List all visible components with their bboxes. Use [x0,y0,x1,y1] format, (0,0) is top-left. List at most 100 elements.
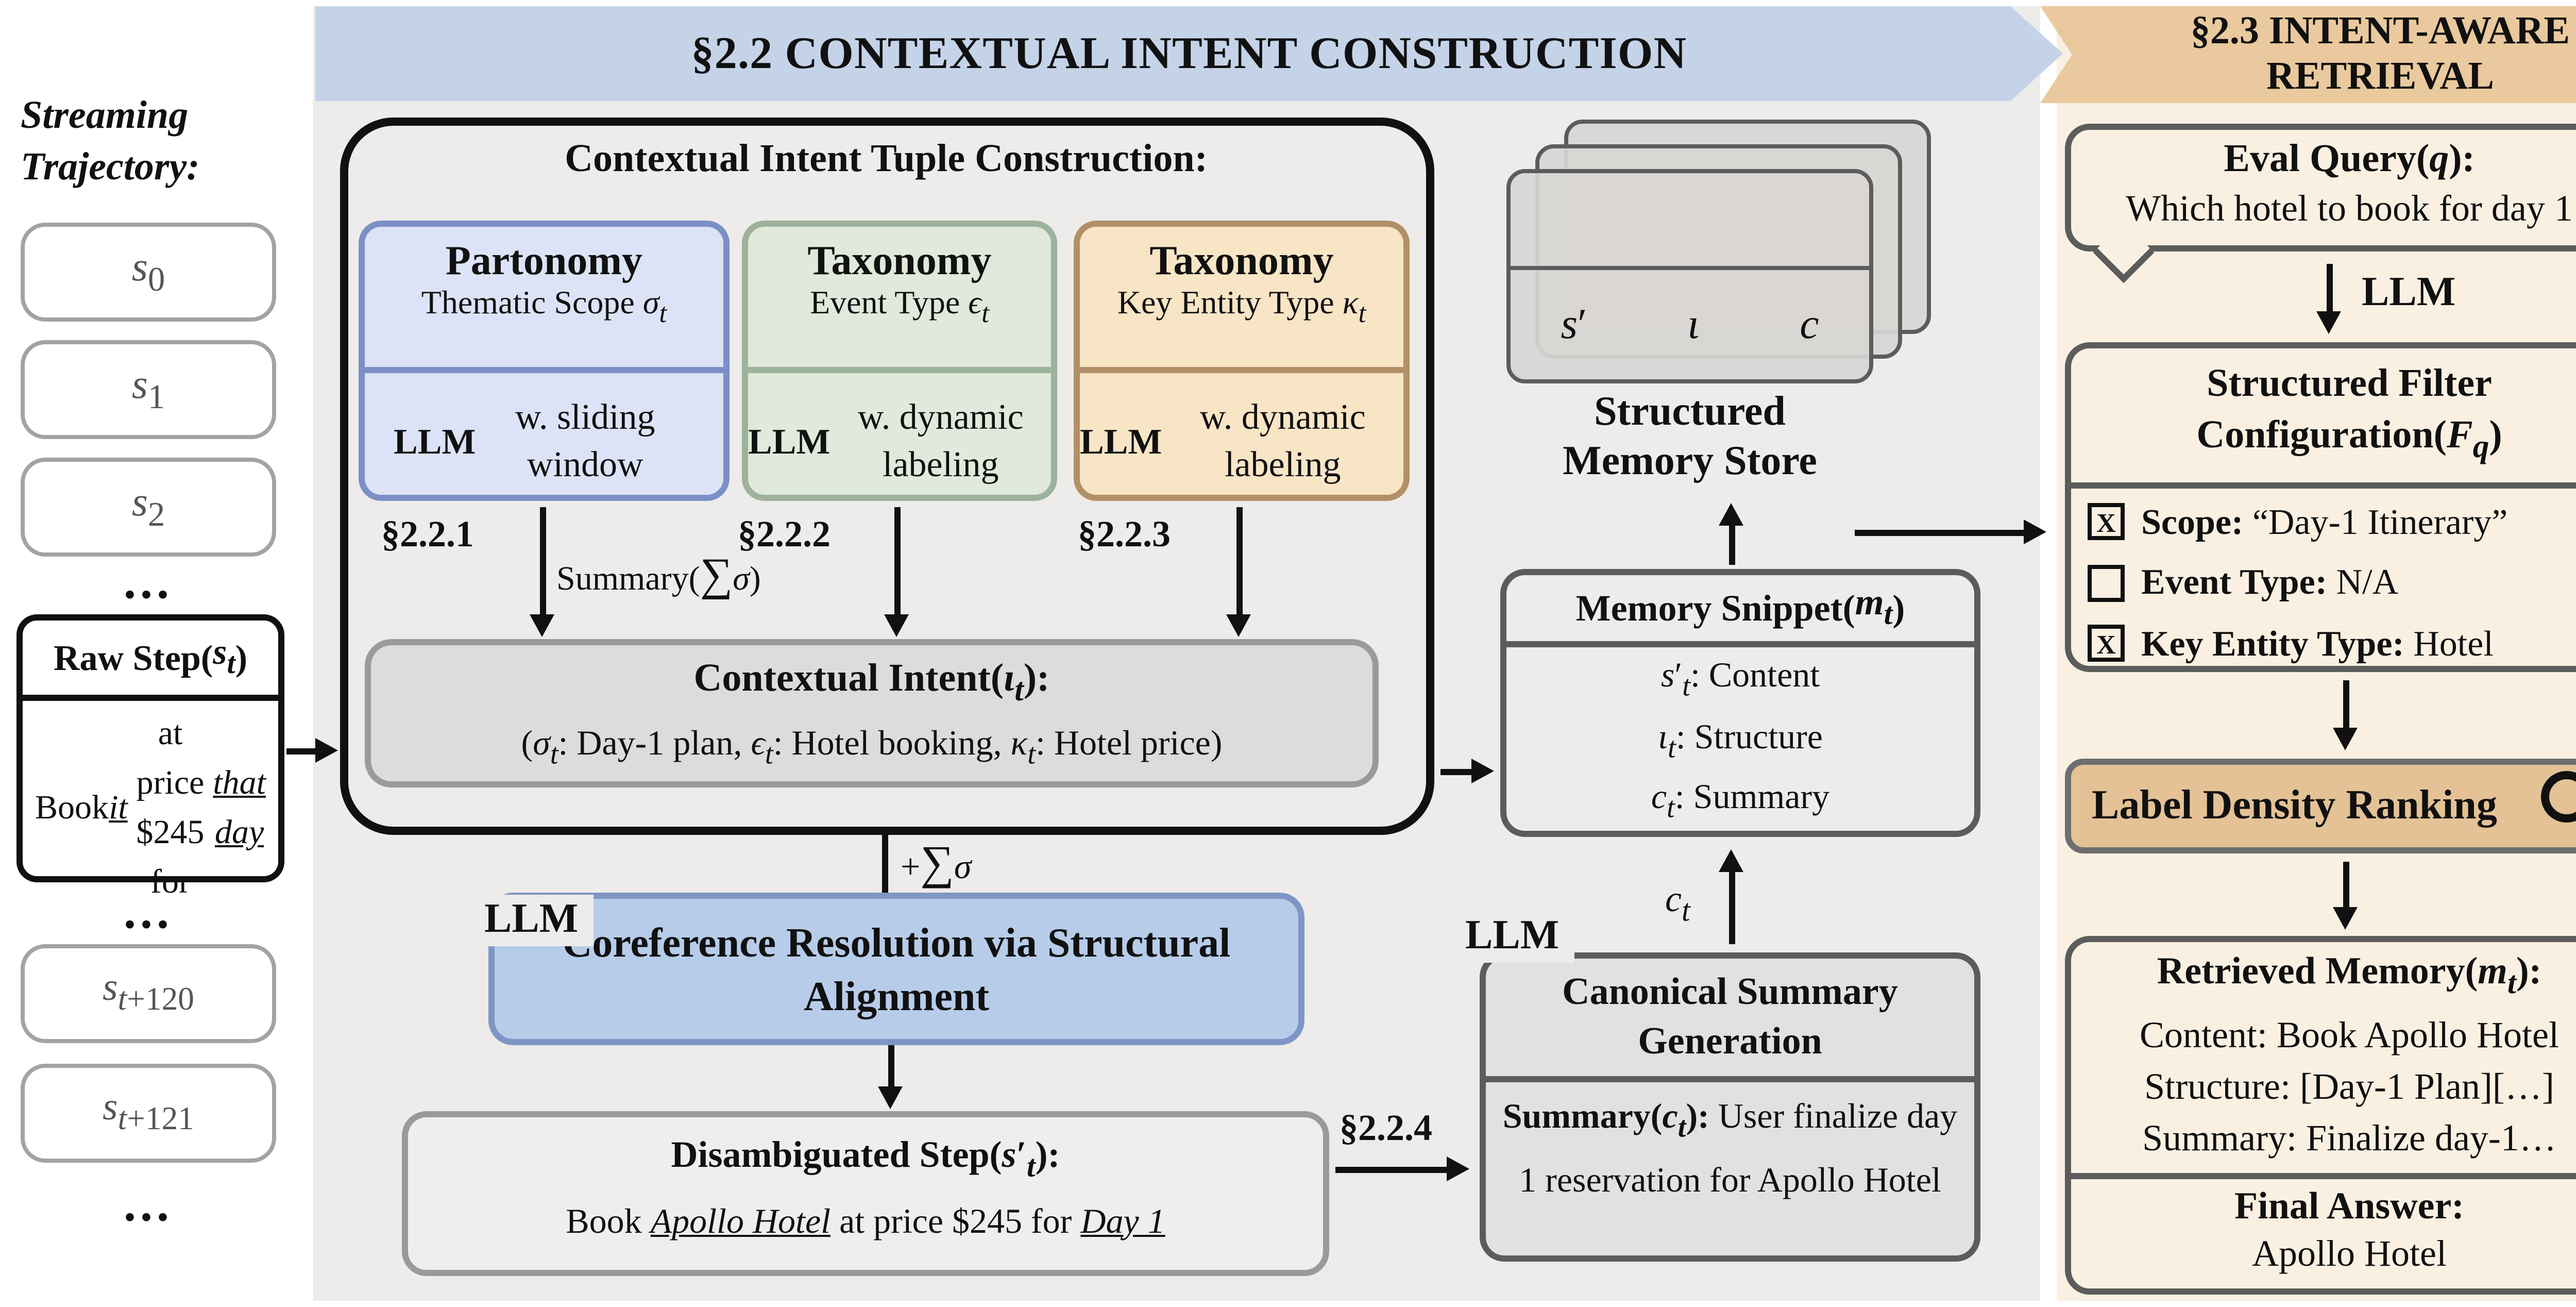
retrieval-llm-label: LLM [2362,270,2456,315]
memory-card-front: s′ ι c [1506,169,1873,383]
structured-filter-box: Structured Filter Configuration(Fq) X Sc… [2065,342,2576,672]
connector-plus-sigma [882,835,887,893]
step-label-s1: s1 [131,362,165,415]
ct-label: ct [1665,878,1690,929]
arrow-rawstep-to-tuple [286,748,319,753]
checkbox-checked-icon: X [2088,625,2125,662]
arrow-filter-to-ranking-head [2333,728,2358,750]
contextual-intent-box: Contextual Intent(ιt): (σt: Day-1 plan, … [365,639,1379,787]
arrow-taxonomy-entity-down [1236,507,1242,616]
eval-query-title: Eval Query(q): [2224,138,2475,181]
filter-row-scope: X Scope: “Day-1 Itinerary” [2088,501,2576,544]
taxonomy-entity-name: Taxonomy [1149,239,1334,284]
step-label-st121: st+121 [103,1086,194,1138]
snippet-row-structure: ιt: Structure [1658,717,1823,765]
arrow-coref-to-disambig-head [878,1086,903,1109]
banner-section-23-line1: §2.3 INTENT-AWARE [2190,10,2570,54]
banner-section-22-title: §2.2 CONTEXTUAL INTENT CONSTRUCTION [691,27,1687,78]
arrow-snippet-to-store-head [1719,503,1743,526]
banner-section-23: §2.3 INTENT-AWARE RETRIEVAL [2040,6,2576,103]
summary-sigma-label: Summary(∑σ) [556,548,761,600]
structured-filter-title: Structured Filter Configuration(Fq) [2071,348,2576,489]
arrow-store-to-retrieval [1855,530,2028,535]
arrow-partonomy-down [540,507,545,616]
tuple-construction-title: Contextual Intent Tuple Construction: [565,138,1208,181]
canonical-summary-title: Canonical Summary Generation [1486,959,1974,1082]
snippet-row-summary: ct: Summary [1651,777,1830,826]
taxonomy-entity-box: Taxonomy Key Entity Type κt LLM w. dynam… [1074,221,1410,501]
banner-section-23-line2: RETRIEVAL [2266,56,2495,99]
arrow-eval-to-filter-head [2316,311,2341,334]
taxonomy-entity-subtitle: Key Entity Type κt [1117,287,1366,328]
arrow-filter-to-ranking [2343,680,2348,730]
arrow-ranking-to-retrieved [2343,862,2348,909]
arrow-ranking-to-retrieved-head [2333,907,2358,930]
taxonomy-event-name: Taxonomy [807,239,992,284]
arrow-rawstep-to-tuple-head [315,738,338,763]
taxonomy-event-method: LLM w. dynamic labeling [748,396,1024,484]
disambiguated-step-body: Book Apollo Hotel at price $245 for Day … [566,1201,1165,1241]
ellipsis-bottom: ... [124,1179,173,1233]
arrow-snippet-to-store [1729,524,1734,565]
ellipsis-top: ... [124,557,173,610]
card-field-c: c [1800,298,1819,347]
contextual-intent-tuple: (σt: Day-1 plan, ϵt: Hotel booking, κt: … [521,723,1223,772]
arrow-ct [1729,870,1734,944]
final-answer-value: Apollo Hotel [2252,1232,2447,1274]
retrieved-memory-title: Retrieved Memory(mt): [2157,952,2542,1001]
taxonomy-event-box: Taxonomy Event Type ϵt LLM w. dynamic la… [742,221,1057,501]
arrow-disambig-to-canonical-head [1447,1157,1469,1181]
step-box-s0: s0 [21,223,276,322]
plus-sigma-label: +∑σ [901,837,972,889]
filter-row-key-entity: X Key Entity Type: Hotel [2088,622,2576,665]
arrow-partonomy-down-head [530,614,554,637]
retrieved-row-structure: Structure: [Day-1 Plan][…] [2144,1065,2554,1107]
section-224-label: §2.2.4 [1340,1107,1432,1148]
retrieved-row-summary: Summary: Finalize day-1… [2142,1116,2556,1158]
snippet-row-content: s′t: Content [1660,656,1820,705]
label-density-ranking-box: Label Density Ranking [2065,759,2576,853]
canonical-llm-label: LLM [1451,911,1574,963]
card-field-iota: ι [1687,298,1700,347]
section-223-label: §2.2.3 [1078,513,1171,555]
memory-store-label: Structured Memory Store [1563,390,1817,484]
step-label-s2: s2 [131,479,165,533]
taxonomy-event-subtitle: Event Type ϵt [810,287,989,328]
step-box-s2: s2 [21,458,276,557]
section-221-label: §2.2.1 [381,513,474,555]
final-answer-label: Final Answer: [2234,1186,2464,1228]
memory-snippet-box: Memory Snippet(mt) s′t: Content ιt: Stru… [1500,569,1980,837]
streaming-trajectory-title: Streaming Trajectory: [21,95,200,190]
partonomy-method: LLM w. sliding window [394,396,655,484]
step-box-s1: s1 [21,340,276,439]
label-density-ranking-label: Label Density Ranking [2092,783,2497,829]
section-222-label: §2.2.2 [738,513,831,555]
card-field-s-prime: s′ [1561,298,1587,347]
raw-step-box: Raw Step(st) Book it at price $245 for t… [16,614,284,901]
step-box-st120: st+120 [21,944,276,1043]
arrow-store-to-retrieval-head [2024,520,2046,544]
canonical-summary-body: Summary(ct): User finalize day 1 reserva… [1502,1097,1958,1201]
raw-step-header: Raw Step(st) [23,621,278,701]
checkbox-checked-icon: X [2088,504,2125,541]
contextual-intent-title: Contextual Intent(ιt): [693,658,1050,709]
arrow-disambig-to-canonical [1335,1167,1451,1172]
raw-step-body: Book it at price $245 for that day [35,713,266,901]
ellipsis-mid: ... [124,886,173,940]
retrieved-memory-box: Retrieved Memory(mt): Content: Book Apol… [2065,936,2576,1295]
filter-row-event-type: Event Type: N/A [2088,561,2576,605]
partonomy-name: Partonomy [445,239,643,284]
retrieved-row-content: Content: Book Apollo Hotel [2139,1013,2559,1055]
arrow-ct-head [1719,849,1743,872]
arrow-taxonomy-entity-down-head [1226,614,1251,637]
taxonomy-entity-method: LLM w. dynamic labeling [1080,396,1366,484]
arrow-tuple-to-snippet [1440,769,1473,774]
canonical-summary-box: Canonical Summary Generation Summary(ct)… [1480,952,1980,1262]
coreference-llm-label: LLM [470,895,593,946]
coreference-box: Coreference Resolution via Structural Al… [488,893,1304,1045]
arrow-eval-to-filter [2327,264,2332,313]
step-label-s0: s0 [131,244,165,298]
memory-snippet-title: Memory Snippet(mt) [1506,575,1974,647]
disambiguated-step-title: Disambiguated Step(s′t): [671,1134,1060,1185]
